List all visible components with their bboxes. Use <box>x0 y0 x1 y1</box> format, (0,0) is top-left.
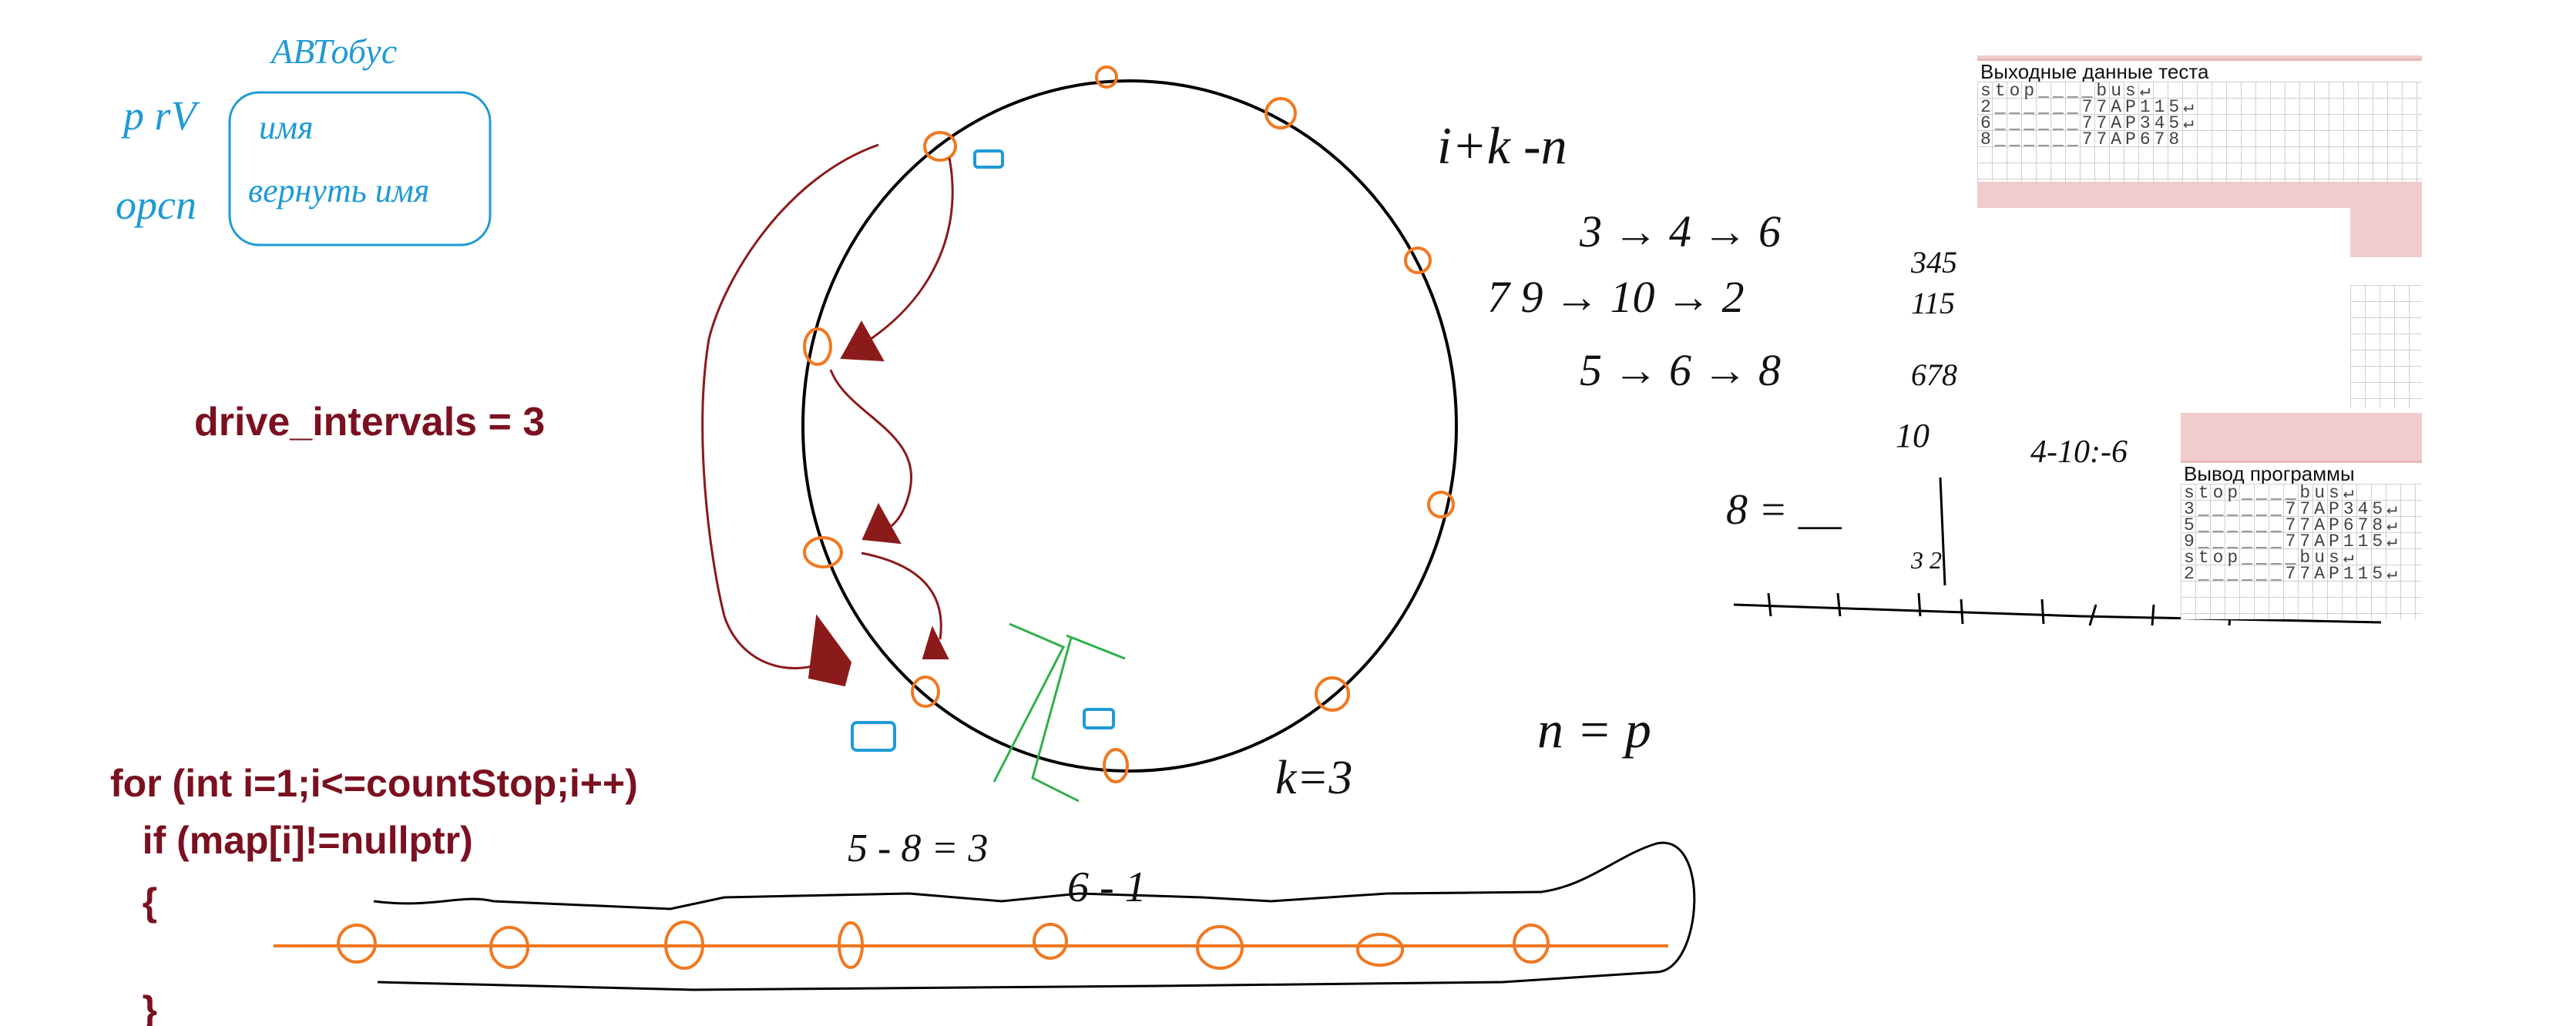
stop-marker <box>803 536 843 568</box>
output-row: 5______77AP678↵ <box>2184 515 2402 535</box>
output-row: stop____bus↵ <box>2184 548 2358 568</box>
line-stop-marker <box>1033 923 1068 960</box>
note-6-1: 6 - 1 <box>1067 863 1147 911</box>
blue-notes <box>228 91 492 246</box>
note-5-8-3: 5 - 8 = 3 <box>848 826 988 870</box>
note-opcn: opcn <box>116 182 196 228</box>
line-stop-marker <box>1513 924 1550 964</box>
stop-marker <box>1404 246 1432 274</box>
line-stop-marker <box>1196 925 1244 970</box>
stop-marker <box>1427 491 1455 518</box>
pink-band-mid <box>2181 413 2422 461</box>
note-k3: k=3 <box>1275 752 1352 804</box>
note-imya: имя <box>259 109 314 146</box>
code-line: } <box>110 988 157 1026</box>
output-row: stop____bus↵ <box>1980 81 2155 101</box>
note-115: 115 <box>1911 286 1955 320</box>
note-ik-n: i+k -n <box>1437 116 1567 175</box>
test-output-title: Выходные данные теста <box>1977 59 2422 83</box>
note-10: 10 <box>1896 417 1929 454</box>
bus-marker <box>1083 708 1115 729</box>
note-n-p: n = p <box>1537 700 1651 759</box>
background-grid-column <box>2350 285 2422 408</box>
note-345: 345 <box>1910 245 1957 280</box>
note-3-4-6: 3 → 4 → 6 <box>1579 206 1781 256</box>
program-output-title: Вывод программы <box>2181 461 2422 485</box>
output-row: 3______77AP345↵ <box>2184 499 2402 519</box>
blue-bus-markers <box>851 149 1115 752</box>
code-line: if (map[i]!=nullptr) <box>110 819 473 862</box>
program-output-grid: stop____bus↵ 3______77AP345↵ 5______77AP… <box>2181 484 2422 619</box>
stop-marker <box>1315 676 1350 712</box>
test-output-grid: stop____bus↵ 2______77AP115↵ 6______77AP… <box>1977 82 2422 182</box>
output-row: 2______77AP115↵ <box>2184 564 2402 584</box>
blue-rounded-box <box>228 91 492 246</box>
orange-stop-markers <box>803 65 1455 783</box>
stop-marker <box>1264 97 1297 129</box>
note-vernut-imya: вернуть имя <box>248 172 429 210</box>
maroon-scribbles <box>808 320 949 687</box>
stop-marker <box>923 131 957 162</box>
code-line: { <box>110 880 157 924</box>
output-row: stop____bus↵ <box>2184 483 2358 503</box>
stop-marker <box>911 676 940 708</box>
note-4-10-6: 4-10:-6 <box>2030 434 2128 470</box>
stop-marker <box>1095 65 1118 89</box>
note-prv: p rV <box>120 92 201 139</box>
output-row: 6______77AP345↵ <box>1980 113 2198 133</box>
line-stop-marker <box>489 926 529 969</box>
test-output-panel: Выходные данные теста stop____bus↵ 2____… <box>1977 59 2422 182</box>
line-stop-marker <box>664 920 704 970</box>
green-lines <box>992 622 1126 803</box>
maroon-arrows <box>701 143 954 669</box>
stop-marker <box>803 327 832 366</box>
pink-band-side <box>2350 208 2422 257</box>
linear-route <box>274 841 1696 991</box>
output-row: 9______77AP115↵ <box>2184 531 2402 552</box>
code-line: for (int i=1;i<=countStop;i++) <box>110 762 638 805</box>
route-circle <box>801 79 1458 773</box>
code-drive-intervals: drive_intervals = 3 <box>194 400 545 444</box>
stop-marker <box>1103 748 1129 783</box>
line-stop-marker <box>1356 933 1404 967</box>
line-stop-marker <box>838 921 864 969</box>
bus-marker <box>973 149 1004 169</box>
note-7-9-10-2: 7 9 → 10 → 2 <box>1487 272 1745 322</box>
output-row: 2______77AP115↵ <box>1980 97 2198 117</box>
note-8-eq: 8 = __ <box>1726 486 1842 534</box>
note-3-2: 3 2 <box>1910 546 1942 574</box>
note-678: 678 <box>1911 357 1957 392</box>
output-row: 8______77AP678 <box>1980 129 2184 149</box>
note-avtobus: АВТобус <box>269 32 397 71</box>
note-5-6-8: 5 → 6 → 8 <box>1580 345 1781 395</box>
bus-marker <box>851 721 896 752</box>
line-stop-marker <box>337 924 377 964</box>
program-output-panel: Вывод программы stop____bus↵ 3______77AP… <box>2181 461 2422 619</box>
